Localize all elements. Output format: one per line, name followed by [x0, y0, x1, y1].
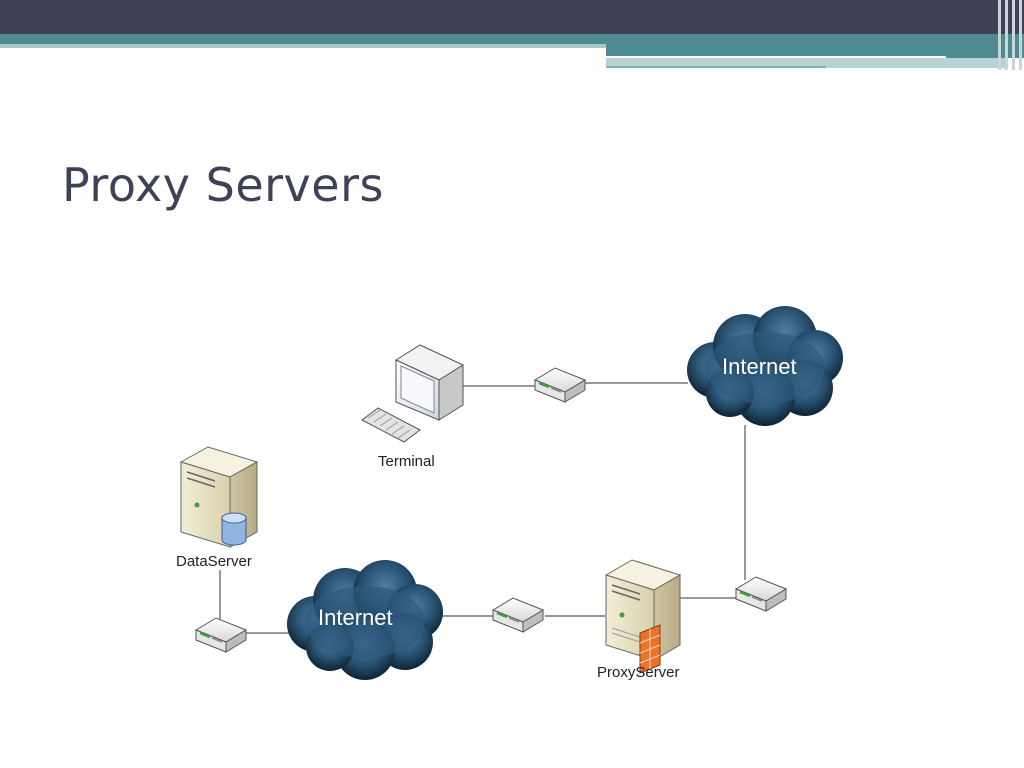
proxy-server-label: ProxyServer — [597, 664, 680, 681]
switch-icon-top — [533, 366, 587, 404]
internet-cloud-top: Internet — [687, 306, 843, 426]
header-accent-step-light — [606, 58, 1006, 68]
connection-lines — [219, 382, 746, 634]
proxy-server-node: ProxyServer — [597, 559, 682, 681]
slide-title: Proxy Servers — [62, 158, 384, 212]
internet-cloud-bottom: Internet — [287, 560, 443, 680]
data-server-label: DataServer — [176, 553, 252, 570]
header-accent-light — [0, 44, 610, 48]
header-accent-line — [606, 56, 946, 58]
server-icon — [179, 446, 259, 548]
header-accent-step — [606, 44, 1024, 58]
header-accent-line-2 — [606, 66, 826, 68]
switch-icon-middle — [491, 596, 545, 634]
computer-icon — [361, 344, 465, 443]
terminal-node: Terminal — [361, 344, 465, 470]
firewall-icon — [639, 624, 661, 674]
switch-icon-left — [194, 616, 248, 654]
data-server-node: DataServer — [176, 446, 259, 570]
header-accent-band — [0, 34, 1024, 44]
internet-top-label: Internet — [722, 354, 797, 379]
terminal-label: Terminal — [378, 453, 435, 470]
switch-icon-right — [734, 575, 788, 613]
internet-bottom-label: Internet — [318, 605, 393, 630]
corner-stripes — [996, 0, 1024, 70]
database-icon — [221, 512, 247, 546]
header-bar — [0, 0, 1024, 34]
